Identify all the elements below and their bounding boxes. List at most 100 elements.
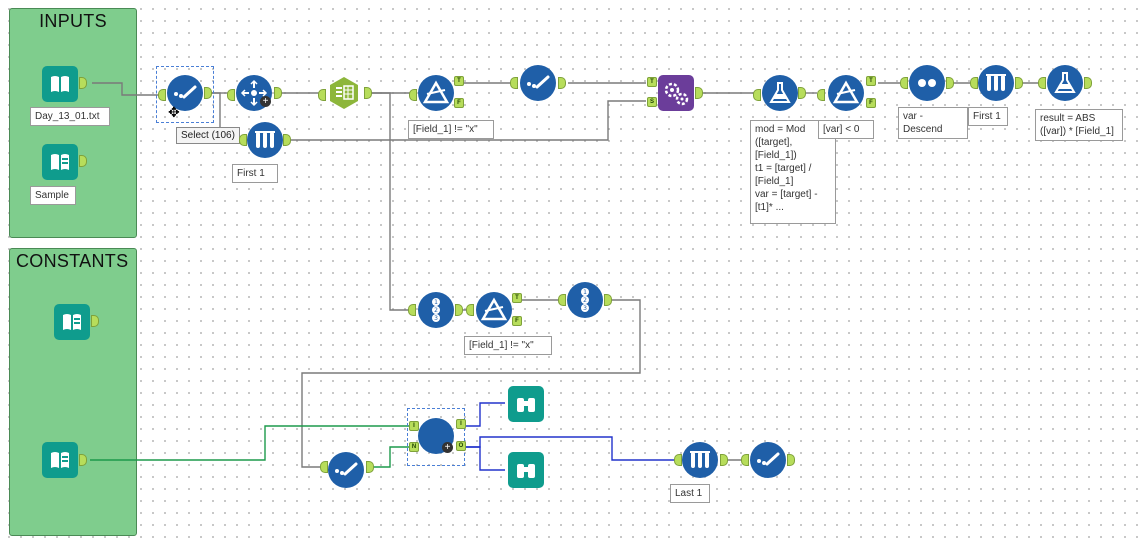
select-tool-4[interactable] [750,442,786,478]
filter-tool-1[interactable] [418,75,454,111]
sample-tubes-icon-3 [690,451,710,468]
select-output-anchor[interactable] [204,87,212,99]
select-tool-2[interactable] [520,65,556,101]
recordid1-input-anchor[interactable] [408,304,416,316]
select-tooltip: Select (106) [176,127,240,144]
select-input-anchor[interactable] [158,89,166,101]
filter1-input-anchor[interactable] [409,89,417,101]
sample-output-anchor[interactable] [283,134,291,146]
select-tool[interactable] [167,75,203,111]
select-tool-3[interactable] [328,452,364,488]
constants-book-icon-2 [51,452,69,468]
filter3-false-anchor[interactable]: F [512,316,522,326]
constants-text-input-tool[interactable] [54,304,90,340]
formula2-input-anchor[interactable] [1038,77,1046,89]
browse-tool-2[interactable] [508,452,544,488]
select2-output-anchor[interactable] [558,77,566,89]
formula-tool-2[interactable] [1047,65,1083,101]
join-selection-frame [407,408,465,466]
append-gears-icon [664,82,689,106]
join-i-output-anchor[interactable]: I [456,419,466,429]
svg-text:2: 2 [583,297,587,304]
text-columns-input-anchor[interactable] [318,89,326,101]
sample-first2-annotation: First 1 [968,107,1008,126]
sample-tool-2[interactable] [978,65,1014,101]
sample2-input-anchor[interactable] [970,77,978,89]
formula2-annotation: result = ABS ([var]) * [Field_1] [1035,109,1123,141]
text-input-output-anchor[interactable] [79,155,87,167]
join-n-anchor[interactable]: N [409,442,419,452]
sample-tool[interactable] [247,122,283,158]
select2-input-anchor[interactable] [510,77,518,89]
text-input-book-icon [51,154,69,170]
input-data-tool[interactable] [42,66,78,102]
select3-output-anchor[interactable] [366,461,374,473]
crosshair-move-icon [240,79,268,107]
recordid1-output-anchor[interactable] [455,304,463,316]
filter1-true-anchor[interactable]: T [454,76,464,86]
join-inner-anchor[interactable]: I [409,421,419,431]
sample-first-annotation: First 1 [232,164,278,183]
sample-last-tool[interactable] [682,442,718,478]
filter3-input-anchor[interactable] [466,304,474,316]
append-output-anchor[interactable] [695,87,703,99]
text-columns-output-anchor[interactable] [364,87,372,99]
select4-input-anchor[interactable] [741,454,749,466]
formula-flask-icon-2 [1054,72,1076,93]
filter2-true-anchor[interactable]: T [866,76,876,86]
recordid2-input-anchor[interactable] [558,294,566,306]
sample-last-input-anchor[interactable] [674,454,682,466]
sample2-output-anchor[interactable] [1015,77,1023,89]
select3-input-anchor[interactable] [320,461,328,473]
input-file-annotation: Day_13_01.txt [30,107,110,126]
append-fields-tool[interactable] [658,75,694,111]
constants-output-anchor-1[interactable] [91,315,99,327]
formula-tool-1[interactable] [762,75,798,111]
constants-text-input-tool-2[interactable] [42,442,78,478]
cross-tool-input-anchor[interactable] [227,89,235,101]
record-id-icon: 123 [432,298,440,322]
select4-output-anchor[interactable] [787,454,795,466]
move-cursor-icon: ✥ [168,104,180,120]
sample-last-output-anchor[interactable] [720,454,728,466]
cross-tool-output-anchor[interactable] [274,87,282,99]
append-source-anchor[interactable]: S [647,97,657,107]
filter-tool-3[interactable] [476,292,512,328]
filter-tool-2[interactable] [828,75,864,111]
sort-tool[interactable] [909,65,945,101]
filter3-true-anchor[interactable]: T [512,293,522,303]
sample-input-anchor[interactable] [239,134,247,146]
text-to-columns-tool[interactable] [326,75,362,111]
formula1-output-anchor[interactable] [798,87,806,99]
filter2-input-anchor[interactable] [817,89,825,101]
filter-triangle-icon-2 [832,80,860,104]
constants-container[interactable]: CONSTANTS [9,248,137,536]
constants-title: CONSTANTS [16,251,129,271]
browse-tool-1[interactable] [508,386,544,422]
sort-input-anchor[interactable] [900,77,908,89]
svg-text:3: 3 [583,305,587,312]
select-checkmark-icon-2 [527,75,550,89]
filter1-false-anchor[interactable]: F [454,98,464,108]
input-data-book-icon [51,76,69,92]
inputs-title: INPUTS [39,11,107,31]
formula-flask-icon [769,82,791,103]
select-checkmark-icon-4 [757,452,780,466]
constants-output-anchor-2[interactable] [79,454,87,466]
input-output-anchor[interactable] [79,77,87,89]
formula2-output-anchor[interactable] [1084,77,1092,89]
sort-output-anchor[interactable] [946,77,954,89]
sort-annotation: var - Descend [898,107,968,139]
join-o-output-anchor[interactable]: O [456,441,466,451]
filter1-annotation: [Field_1] != "x" [408,120,494,139]
text-to-columns-icon [330,77,358,109]
recordid2-output-anchor[interactable] [604,294,612,306]
formula1-input-anchor[interactable] [753,89,761,101]
append-target-anchor[interactable]: T [647,77,657,87]
text-input-tool[interactable] [42,144,78,180]
sample-tubes-icon [255,131,275,148]
filter2-false-anchor[interactable]: F [866,98,876,108]
